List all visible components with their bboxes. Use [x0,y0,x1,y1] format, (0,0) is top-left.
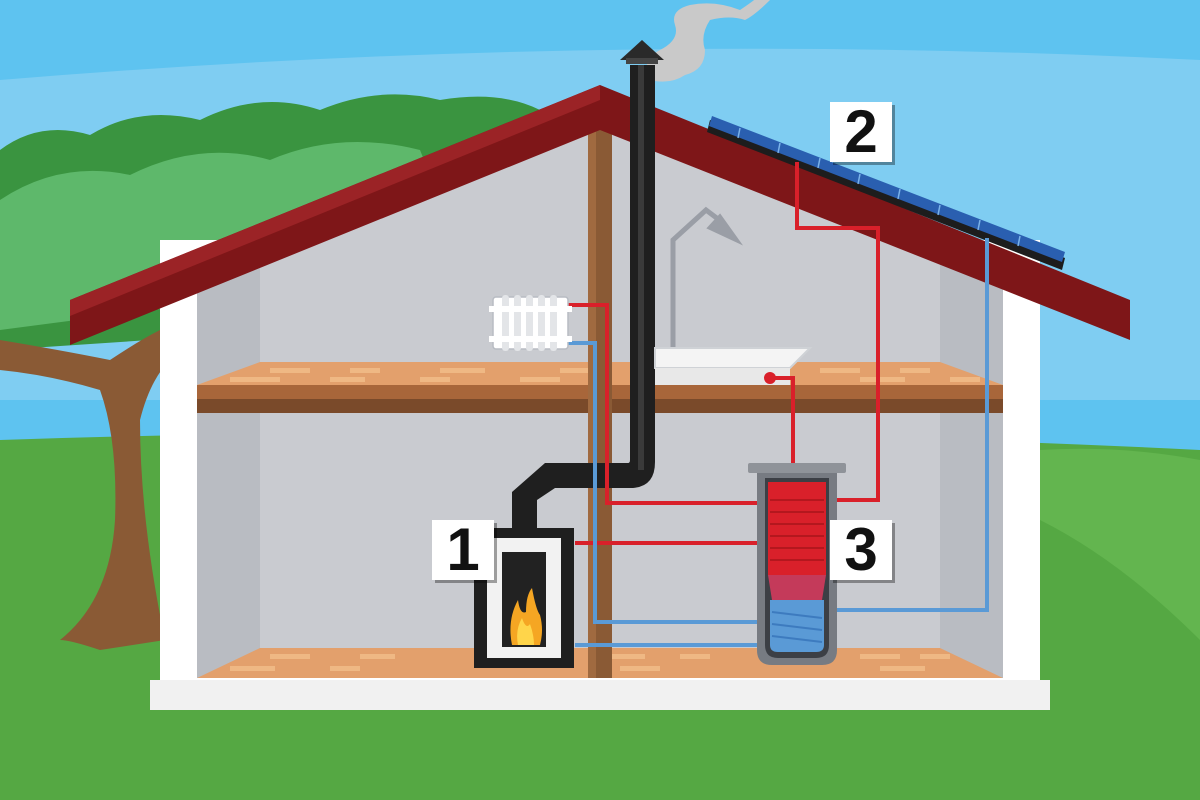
upper-floor-planks [230,368,980,382]
cold-pipe-solar [832,238,989,612]
cold-pipe-radiator [565,341,762,624]
chimney-icon [512,40,664,528]
shower-tray [654,347,813,369]
radiator-icon [489,295,572,351]
solar-collector-number-label: 2 [830,102,892,162]
hot-water-tank-icon [748,463,846,665]
hot-pipe-shower [770,376,795,470]
roof [70,85,1130,345]
smoke-icon [646,0,770,82]
cold-water-pipes [565,238,989,647]
grass-light [1040,448,1200,640]
ground-floor-planks [230,654,950,671]
fireplace-stove-icon [474,528,574,668]
shower-icon [670,206,744,368]
solar-panel-icon [707,116,1065,270]
interior-side-wall-right [940,250,1003,678]
stove-number-label: 1 [432,520,494,580]
storage-tank-number-label: 3 [830,520,892,580]
hot-pipe-radiator [565,303,762,505]
interior-side-wall-left [197,250,260,678]
house-base [150,680,1050,710]
shower-tray-front [655,368,790,385]
shower-hot-connection [764,372,776,384]
hot-water-pipes [565,162,880,545]
hot-pipe-solar [795,162,880,502]
